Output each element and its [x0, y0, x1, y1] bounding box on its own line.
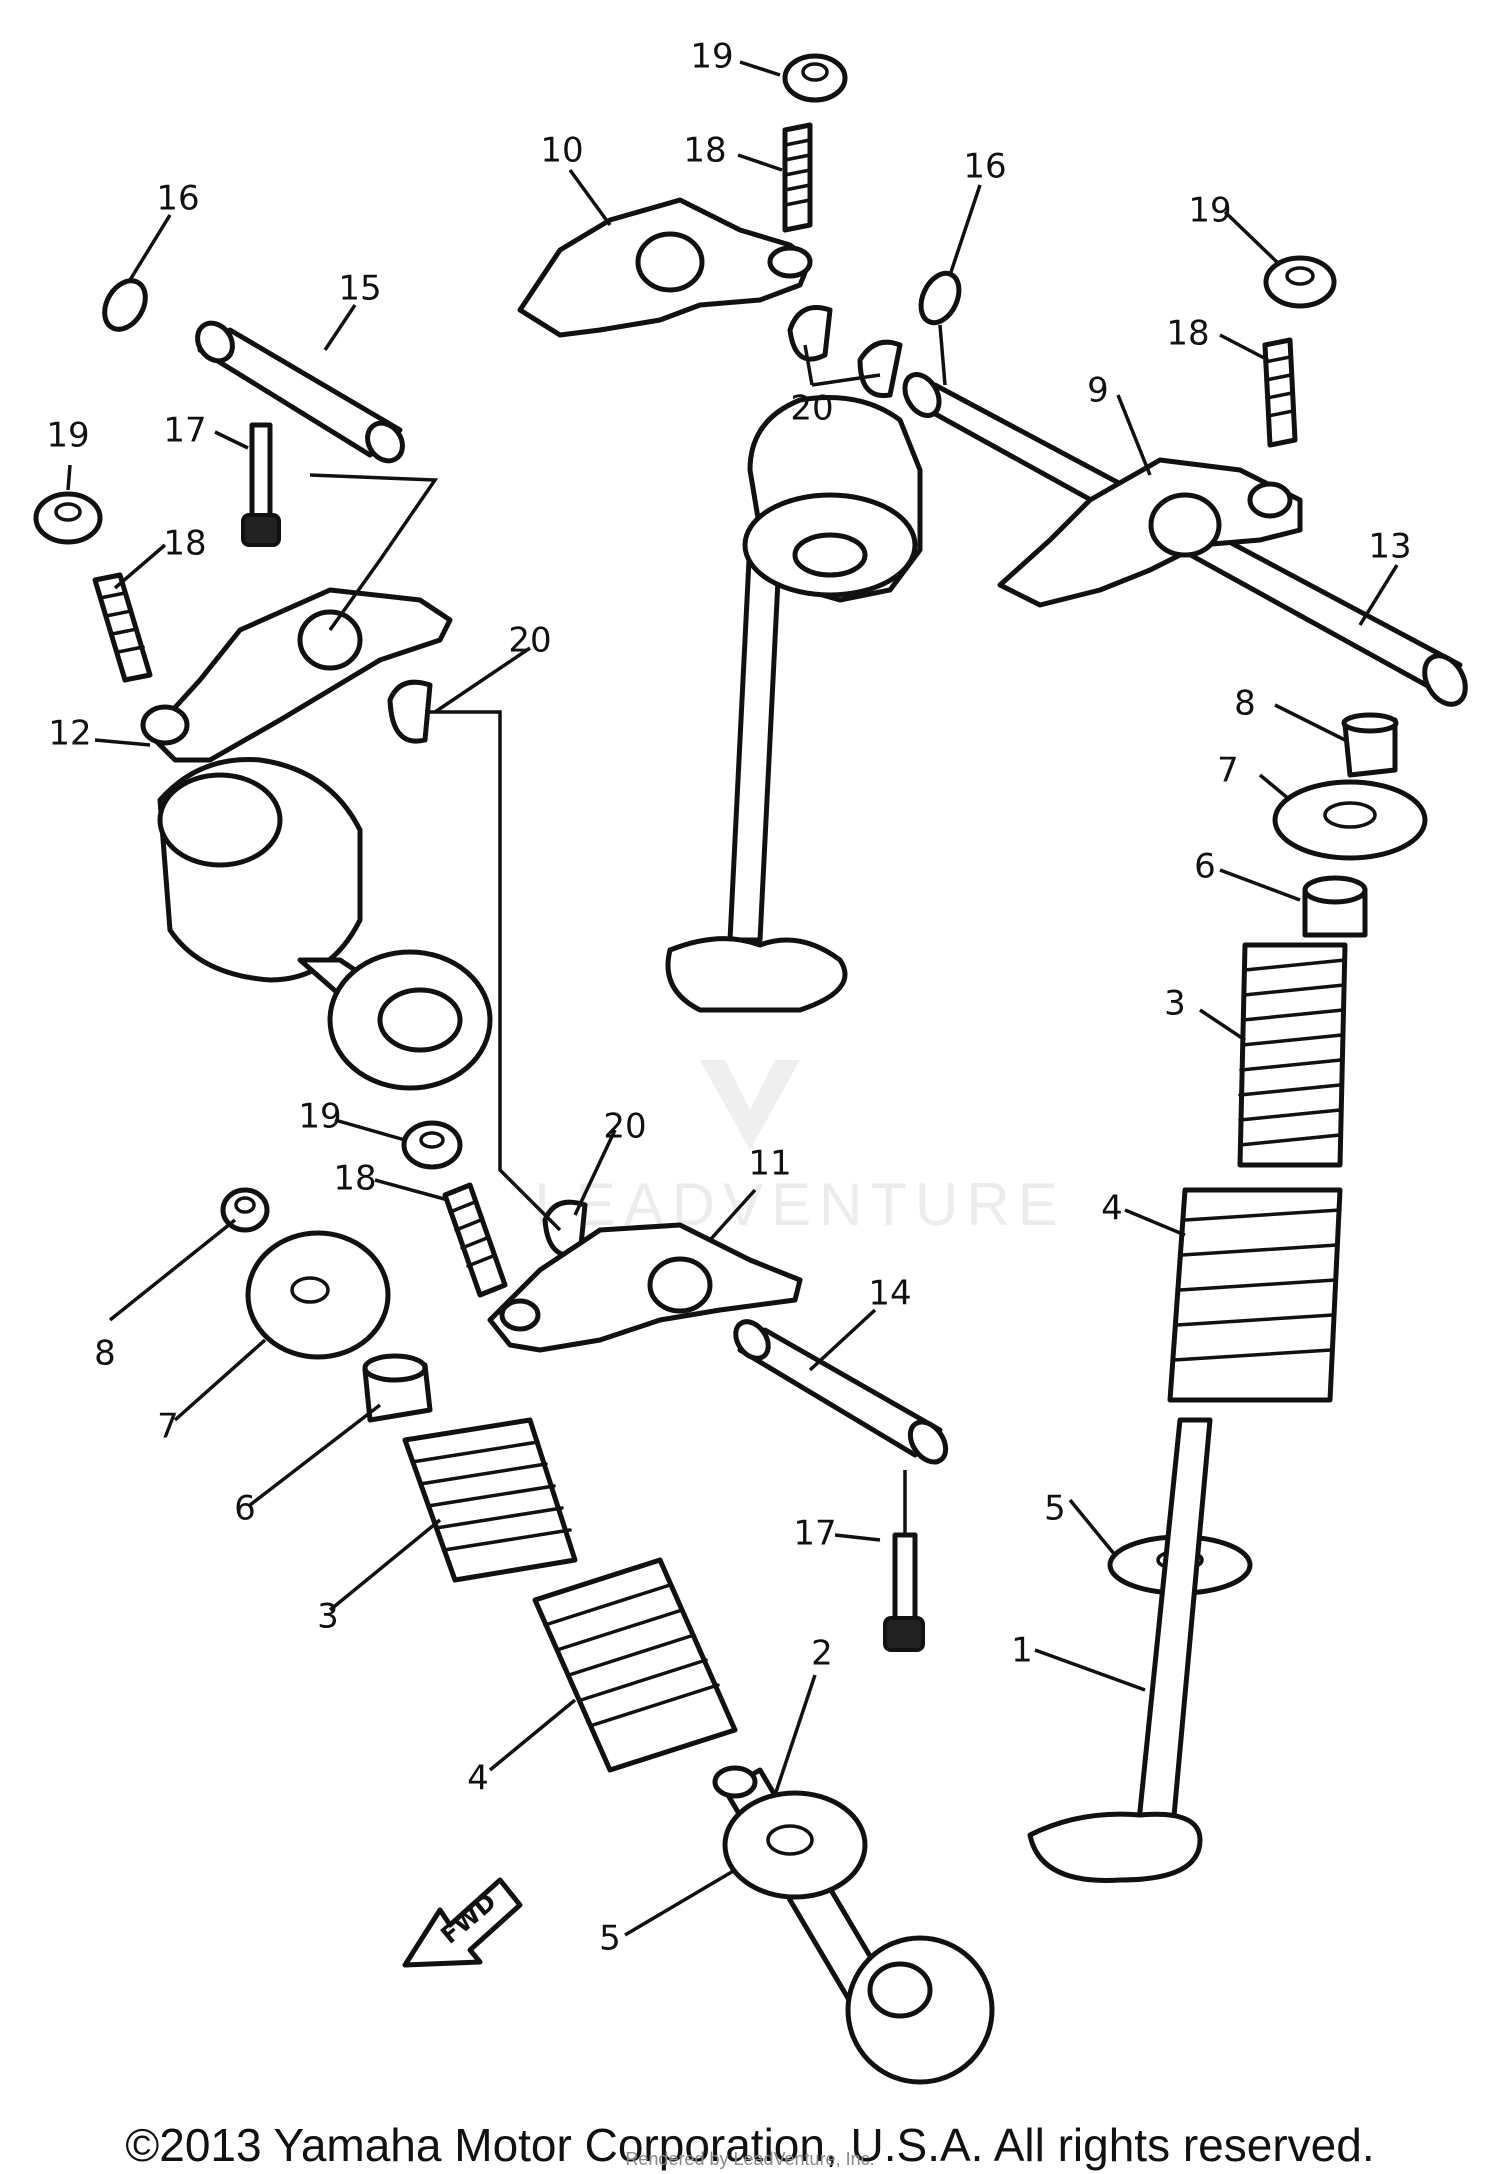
watermark: LEADVENTURE	[534, 1060, 1058, 1238]
outer-spring-4-left	[532, 1557, 738, 1773]
callout-7: 7	[1217, 751, 1239, 791]
callout-17: 17	[793, 1514, 836, 1554]
valve-center	[665, 395, 923, 1013]
callout-3: 3	[317, 1597, 339, 1637]
callout-8: 8	[94, 1334, 116, 1374]
nut-19-right	[1263, 255, 1337, 309]
callout-3: 3	[1164, 984, 1186, 1024]
adjust-screw-18-left	[92, 572, 153, 683]
valve-1-exhaust	[1027, 1417, 1213, 1883]
seal-6-left	[362, 1353, 433, 1423]
rocker-shaft-14	[733, 1319, 949, 1465]
bolt-17-lower	[883, 1532, 925, 1652]
valve-left	[157, 757, 493, 1091]
callout-18: 18	[683, 131, 726, 171]
seal-6-right	[1302, 875, 1368, 938]
callout-9: 9	[1087, 371, 1109, 411]
callout-20: 20	[603, 1107, 646, 1147]
circlip-16-left	[102, 278, 148, 332]
retainer-7-right	[1272, 779, 1428, 861]
callout-18: 18	[333, 1159, 376, 1199]
bolt-17-left	[241, 422, 281, 547]
leader-lines	[66, 60, 1399, 1937]
callout-20: 20	[790, 389, 833, 429]
callout-19: 19	[298, 1097, 341, 1137]
rocker-arm-10	[517, 197, 813, 338]
rocker-arm-9	[997, 457, 1303, 608]
nut-19-left	[33, 491, 103, 545]
callout-12: 12	[48, 714, 91, 754]
callout-18: 18	[163, 524, 206, 564]
rocker-shaft-15	[195, 320, 405, 464]
callout-16: 16	[963, 147, 1006, 187]
callout-11: 11	[748, 1144, 791, 1184]
callout-19: 19	[690, 37, 733, 77]
nut-19-middle	[401, 1120, 463, 1170]
nut-19-top	[782, 53, 848, 103]
copyright-notice: ©2013 Yamaha Motor Corporation, U.S.A. A…	[125, 2119, 1375, 2171]
retainer-7-left	[245, 1230, 391, 1360]
rocker-arm-11	[487, 1222, 803, 1353]
callout-6: 6	[1194, 847, 1216, 887]
callout-16: 16	[156, 179, 199, 219]
rocker-arm-12	[140, 587, 453, 763]
callout-13: 13	[1368, 527, 1411, 567]
callout-4: 4	[1101, 1189, 1123, 1229]
callout-labels: 19 18 10 16 15 17 19 18 12 20 20 16 19 1…	[46, 37, 1411, 1959]
callout-6: 6	[234, 1489, 256, 1529]
inner-spring-3-left	[402, 1417, 578, 1583]
circlip-16-right	[918, 270, 962, 326]
callout-7: 7	[157, 1407, 179, 1447]
callout-2: 2	[811, 1634, 833, 1674]
cotter-20-top	[787, 305, 903, 399]
rendered-by-notice: Rendered by LeadVenture, Inc.	[625, 2149, 875, 2169]
adjust-screw-18-middle	[442, 1182, 508, 1298]
callout-14: 14	[868, 1274, 911, 1314]
spring-seat-5-left	[722, 1790, 868, 1900]
adjust-screw-18-top	[782, 122, 813, 233]
adjust-screw-18-right	[1262, 337, 1298, 448]
callout-19: 19	[1188, 191, 1231, 231]
callout-5: 5	[599, 1919, 621, 1959]
callout-8: 8	[1234, 684, 1256, 724]
callout-5: 5	[1044, 1489, 1066, 1529]
callout-19: 19	[46, 416, 89, 456]
callout-18: 18	[1166, 314, 1209, 354]
callout-15: 15	[338, 269, 381, 309]
cotter-20-left	[387, 679, 433, 744]
outer-spring-4-right	[1167, 1187, 1343, 1403]
keeper-8-right	[1341, 712, 1399, 778]
callout-4: 4	[467, 1759, 489, 1799]
front-arrow: FWD	[402, 1877, 523, 1968]
inner-spring-3-right	[1237, 942, 1348, 1168]
callout-20: 20	[508, 621, 551, 661]
callout-17: 17	[163, 411, 206, 451]
callout-1: 1	[1011, 1631, 1033, 1671]
callout-10: 10	[540, 131, 583, 171]
